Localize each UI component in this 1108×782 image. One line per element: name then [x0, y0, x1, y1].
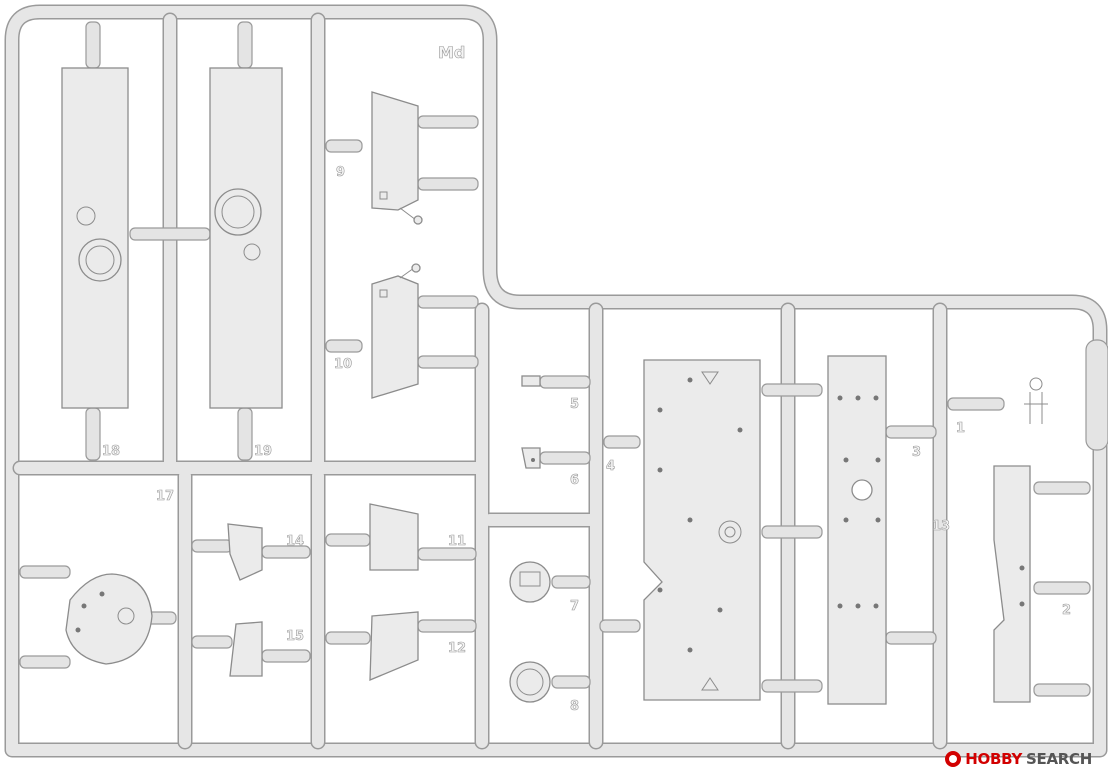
sprue-code-label: Md [438, 43, 465, 62]
part-label-18: 18 [102, 444, 120, 459]
part-label-11: 11 [448, 534, 466, 549]
strip-part-2 [993, 465, 1031, 703]
part-label-9: 9 [336, 165, 345, 180]
watermark: HOBBY SEARCH [945, 750, 1092, 768]
small-part-6 [521, 447, 541, 469]
part-label-5: 5 [570, 397, 579, 412]
small-plate-part-15 [229, 621, 263, 677]
wedge-plate-part-11 [369, 503, 419, 571]
bracket-part-10 [371, 263, 421, 399]
hobbysearch-logo-icon [945, 751, 962, 767]
sprue-gates [19, 21, 1091, 697]
watermark-brand-search: SEARCH [1026, 750, 1092, 768]
part-label-7: 7 [570, 599, 579, 614]
part-label-4: 4 [606, 459, 615, 474]
round-hatch-part-17 [65, 573, 153, 665]
long-plate-part-18 [61, 67, 129, 409]
part-label-1: 1 [956, 421, 965, 436]
watermark-brand-hobby: HOBBY [965, 750, 1023, 768]
part-number-labels: 18 19 9 10 5 6 4 7 8 3 1 2 17 14 15 11 1… [102, 43, 1072, 715]
part-label-12: 12 [448, 641, 466, 656]
part-label-17: 17 [156, 489, 174, 504]
sprue-inner-runners [12, 12, 948, 750]
part-label-3: 3 [912, 445, 921, 460]
part-label-6: 6 [570, 473, 579, 488]
wedge-plate-part-12 [369, 611, 419, 681]
part-label-15: 15 [286, 629, 304, 644]
round-part-7 [509, 561, 551, 603]
bracket-part-9 [371, 91, 423, 225]
part-label-19: 19 [254, 444, 272, 459]
long-plate-part-19 [209, 67, 283, 409]
part-label-2: 2 [1062, 603, 1071, 618]
hook-part-1 [1024, 377, 1048, 424]
large-plate-part-4 [643, 359, 761, 701]
small-plate-part-14 [227, 523, 263, 581]
plate-part-3 [827, 355, 887, 705]
part-label-13: 13 [932, 519, 950, 534]
part-label-10: 10 [334, 357, 352, 372]
part-label-8: 8 [570, 699, 579, 714]
sprue-outer-frame [4, 4, 1108, 758]
small-part-5 [521, 375, 541, 387]
round-part-8 [509, 661, 551, 703]
part-label-14: 14 [286, 534, 304, 549]
